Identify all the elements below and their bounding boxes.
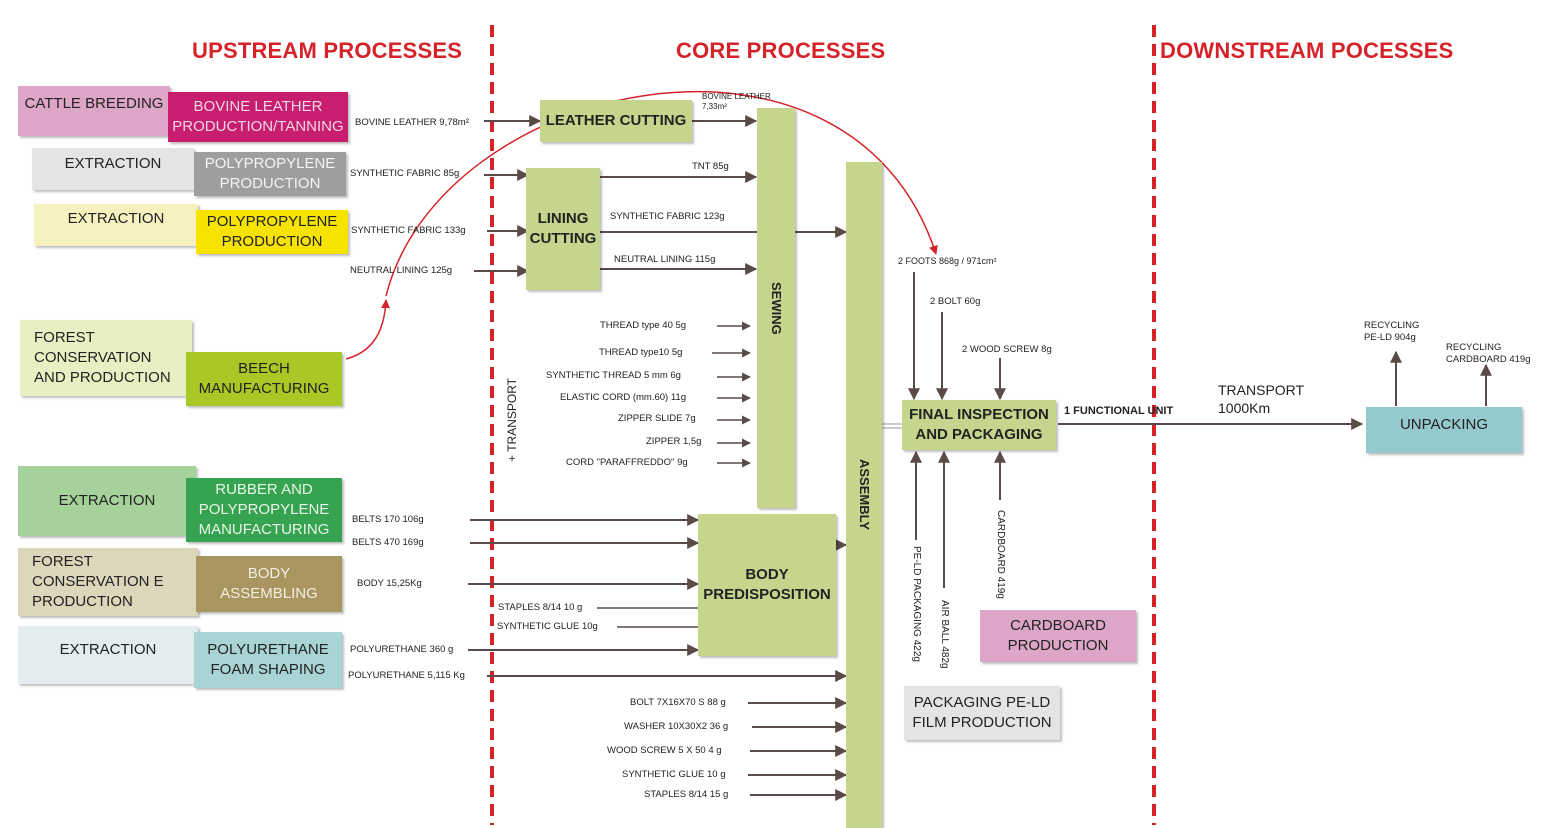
label-thread-40: THREAD type 40 5g bbox=[600, 320, 687, 331]
label-synthetic-thread: SYNTHETIC THREAD 5 mm 6g bbox=[546, 370, 681, 381]
box-sewing: SEWING bbox=[757, 108, 795, 508]
heading-core: CORE PROCESSES bbox=[676, 38, 886, 63]
label-glue-upper: SYNTHETIC GLUE 10g bbox=[497, 621, 598, 632]
box-extraction-4: EXTRACTION bbox=[18, 626, 198, 684]
label-zipper: ZIPPER 1,5g bbox=[646, 436, 702, 447]
label-cardboard-419: CARDBOARD 419g bbox=[995, 510, 1006, 599]
label-cord-paraffreddo: CORD "PARAFFREDDO" 9g bbox=[566, 457, 688, 468]
box-rubber-polypropylene: RUBBER AND POLYPROPYLENE MANUFACTURING bbox=[186, 478, 342, 542]
label-bovine-leather-out: BOVINE LEATHER 7,33m² bbox=[702, 92, 771, 111]
sewing-label: SEWING bbox=[769, 281, 784, 335]
label-recycling-cardboard: RECYCLING CARDBOARD 419g bbox=[1446, 342, 1531, 365]
heading-upstream: UPSTREAM PROCESSES bbox=[192, 38, 463, 63]
box-forest-conservation-e: FOREST CONSERVATION E PRODUCTION bbox=[18, 548, 198, 616]
label-bovine-leather-in: BOVINE LEATHER 9,78m² bbox=[355, 117, 469, 128]
label-synthetic-fabric-123: SYNTHETIC FABRIC 123g bbox=[610, 211, 725, 222]
box-body-predisposition: BODY PREDISPOSITION bbox=[698, 514, 836, 656]
box-bovine-leather: BOVINE LEATHER PRODUCTION/TANNING bbox=[168, 92, 348, 142]
box-unpacking: UNPACKING bbox=[1366, 407, 1522, 453]
box-body-assembling: BODY ASSEMBLING bbox=[196, 556, 342, 612]
label-two-wood-screw: 2 WOOD SCREW 8g bbox=[962, 344, 1052, 355]
box-cardboard-production: CARDBOARD PRODUCTION bbox=[980, 610, 1136, 662]
label-staples-15: STAPLES 8/14 15 g bbox=[644, 789, 729, 800]
label-synthetic-fabric-133: SYNTHETIC FABRIC 133g bbox=[351, 225, 466, 236]
box-lining-cutting: LINING CUTTING bbox=[526, 168, 600, 290]
label-thread-10: THREAD type10 5g bbox=[599, 347, 683, 358]
box-polypropylene-2: POLYPROPYLENE PRODUCTION bbox=[196, 210, 348, 254]
label-bolt-7x16x70: BOLT 7X16X70 S 88 g bbox=[630, 697, 726, 708]
box-polypropylene-1: POLYPROPYLENE PRODUCTION bbox=[194, 152, 346, 196]
box-beech-manufacturing: BEECH MANUFACTURING bbox=[186, 352, 342, 406]
heading-downstream: DOWNSTREAM POCESSES bbox=[1160, 38, 1454, 63]
label-tnt: TNT 85g bbox=[692, 161, 729, 172]
label-plus-transport: + TRANSPORT bbox=[505, 378, 519, 462]
label-two-foots: 2 FOOTS 868g / 971cm² bbox=[898, 256, 997, 266]
box-forest-conservation: FOREST CONSERVATION AND PRODUCTION bbox=[20, 320, 192, 396]
box-final-inspection: FINAL INSPECTION AND PACKAGING bbox=[902, 400, 1056, 450]
label-polyurethane-5115: POLYURETHANE 5,115 Kg bbox=[348, 670, 465, 681]
box-polyurethane-foam: POLYURETHANE FOAM SHAPING bbox=[194, 632, 342, 688]
label-polyurethane-360: POLYURETHANE 360 g bbox=[350, 644, 454, 655]
label-belts-170: BELTS 170 106g bbox=[352, 514, 424, 525]
label-recycling-peld: RECYCLING PE-LD 904g bbox=[1364, 320, 1420, 343]
label-elastic-cord: ELASTIC CORD (mm.60) 11g bbox=[560, 392, 686, 403]
box-assembly: ASSEMBLY bbox=[846, 162, 882, 828]
curve-beech-to-foots bbox=[345, 299, 391, 360]
label-neutral-lining-125: NEUTRAL LINING 125g bbox=[350, 265, 453, 276]
box-extraction-3: EXTRACTION bbox=[18, 466, 196, 536]
label-belts-470: BELTS 470 169g bbox=[352, 537, 424, 548]
label-washer: WASHER 10X30X2 36 g bbox=[624, 721, 729, 732]
box-extraction-1: EXTRACTION bbox=[32, 148, 194, 190]
assembly-label: ASSEMBLY bbox=[857, 459, 872, 531]
label-staples-10: STAPLES 8/14 10 g bbox=[498, 602, 583, 613]
label-air-ball: AIR BALL 482g bbox=[939, 600, 950, 669]
label-pe-ld-packaging: PE-LD PACKAGING 422g bbox=[911, 546, 922, 662]
label-transport: TRANSPORT 1000Km bbox=[1218, 382, 1305, 416]
label-body: BODY 15,25Kg bbox=[357, 578, 422, 589]
label-synthetic-glue-10g: SYNTHETIC GLUE 10 g bbox=[622, 769, 726, 780]
label-two-bolt: 2 BOLT 60g bbox=[930, 296, 981, 307]
label-zipper-slide: ZIPPER SLIDE 7g bbox=[618, 413, 696, 424]
box-extraction-2: EXTRACTION bbox=[34, 204, 198, 246]
box-cattle-breeding: CATTLE BREEDING bbox=[18, 86, 170, 136]
label-synthetic-fabric-85: SYNTHETIC FABRIC 85g bbox=[350, 168, 460, 179]
curve-arc bbox=[385, 91, 938, 297]
label-wood-screw-5x50: WOOD SCREW 5 X 50 4 g bbox=[607, 745, 722, 756]
label-neutral-lining-115: NEUTRAL LINING 115g bbox=[614, 254, 716, 265]
box-leather-cutting: LEATHER CUTTING bbox=[540, 100, 692, 142]
box-packaging-film: PACKAGING PE-LD FILM PRODUCTION bbox=[904, 686, 1060, 740]
label-functional-unit: 1 FUNCTIONAL UNIT bbox=[1064, 405, 1174, 417]
